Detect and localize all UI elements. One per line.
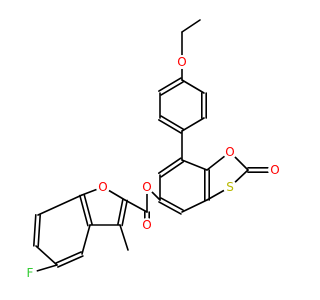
- atom-o-ester: O: [140, 180, 154, 194]
- bond-27: [117, 198, 124, 226]
- atom-o-carbonyl-ring: O: [268, 163, 282, 177]
- bond-30: [119, 224, 129, 251]
- bond-12: [158, 201, 182, 215]
- bond-35: [37, 194, 83, 216]
- atom-o-furan: O: [96, 180, 110, 194]
- atom-f: F: [23, 266, 37, 280]
- atom-o-ring-label: O: [225, 145, 234, 159]
- bond-24: [124, 199, 148, 213]
- atom-o-ester-carbonyl: O: [140, 218, 154, 232]
- bond-34: [33, 214, 37, 247]
- bonds-layer: [29, 19, 276, 274]
- bond-10: [157, 157, 182, 174]
- molecule-structure: O O O S O O O F: [23, 19, 282, 280]
- bond-32: [57, 255, 84, 268]
- bond-8: [181, 79, 205, 94]
- atom-s-ring: S: [223, 180, 237, 194]
- bond-6: [181, 117, 205, 132]
- bond-33: [35, 245, 58, 266]
- atom-f-label: F: [27, 266, 34, 280]
- bond-5: [160, 115, 184, 130]
- bond-15: [181, 159, 208, 171]
- bond-5: [158, 119, 182, 134]
- atom-o-furan-label: O: [98, 180, 107, 194]
- atom-s-ring-label: S: [226, 180, 234, 194]
- bond-27: [121, 199, 128, 227]
- bond-31: [81, 224, 91, 255]
- bond-12: [160, 197, 184, 211]
- atom-o-carbonyl-ring-label: O: [270, 163, 279, 177]
- bond-13: [181, 199, 208, 213]
- atom-o-ring: O: [223, 145, 237, 159]
- bond-29: [79, 194, 89, 227]
- bond-10: [160, 161, 185, 178]
- bond-3: [158, 77, 182, 92]
- atom-o-ester-carbonyl-label: O: [142, 218, 151, 232]
- bond-32: [55, 251, 82, 264]
- atom-o-ether: O: [175, 55, 189, 69]
- bond-29: [83, 193, 93, 226]
- bond-3: [160, 81, 184, 96]
- atom-o-ester-label: O: [142, 180, 151, 194]
- bond-0: [181, 19, 201, 33]
- bond-34: [37, 214, 41, 247]
- atom-labels-layer: O O O S O O O F: [23, 55, 282, 280]
- atom-o-ether-label: O: [177, 55, 186, 69]
